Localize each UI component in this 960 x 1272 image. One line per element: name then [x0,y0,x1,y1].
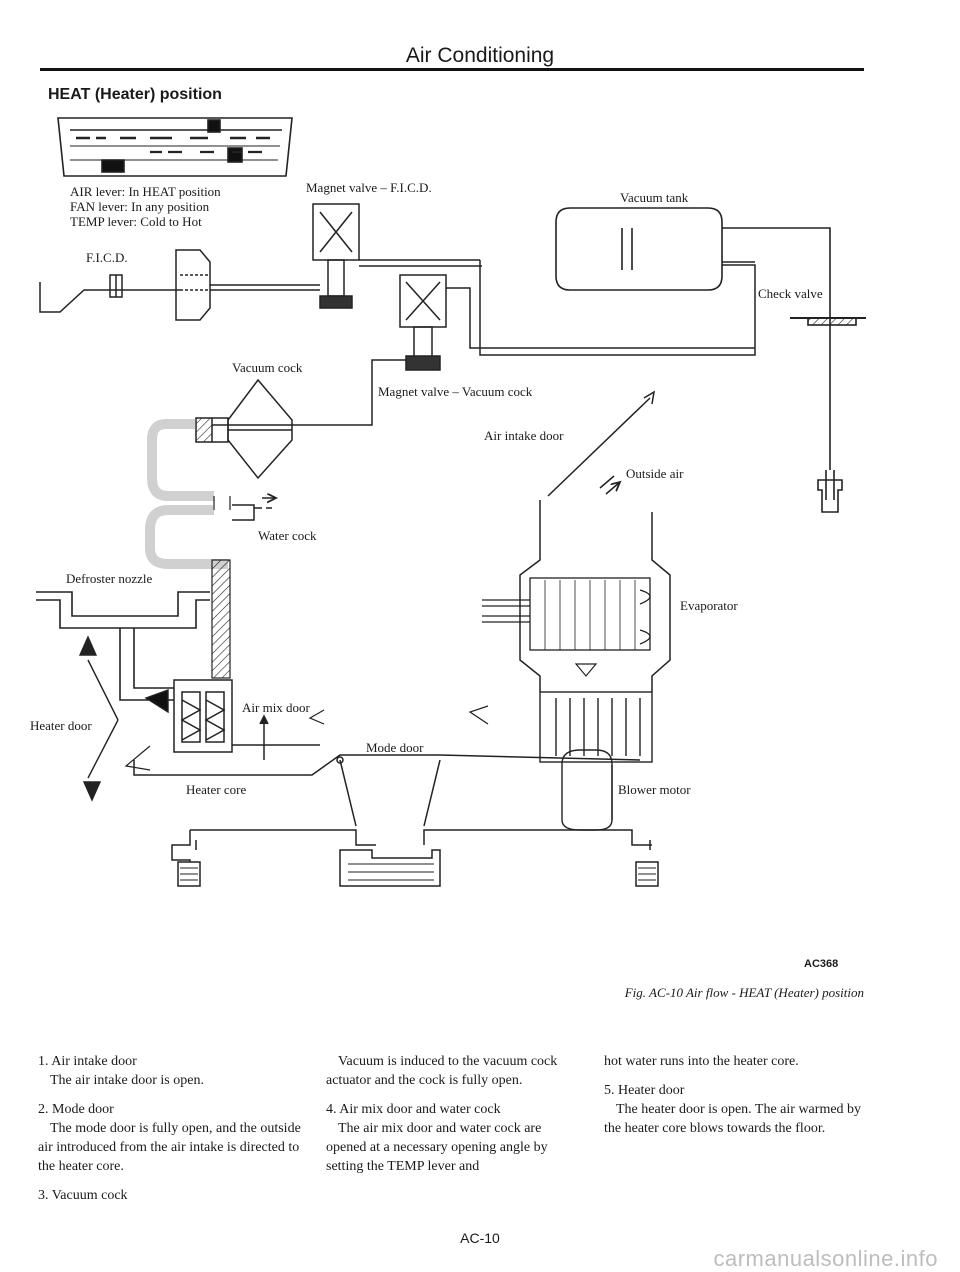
floor-outlets [171,829,659,887]
item-4-text: The air mix door and water cock are open… [326,1121,548,1174]
section-title: HEAT (Heater) position [48,86,222,103]
header-rule [40,68,864,71]
body-column-2: Vacuum is induced to the vacuum cock act… [326,1052,578,1186]
heater-door [78,635,169,802]
label-blower-motor: Blower motor [618,782,691,797]
defroster-nozzle [36,591,210,701]
item-4-heading: 4. Air mix door and water cock [326,1102,501,1117]
figure-caption: Fig. AC-10 Air flow - HEAT (Heater) posi… [624,985,864,1000]
item-2-heading: 2. Mode door [38,1102,114,1117]
magnet-valve-vacuum-cock [212,274,755,426]
blower-assembly [539,691,653,831]
label-air-mix-door: Air mix door [242,700,311,715]
item-5-text: The heater door is open. The air warmed … [604,1102,862,1136]
page-number: AC-10 [460,1230,500,1246]
label-evaporator: Evaporator [680,598,738,613]
evaporator [482,577,651,651]
hot-water-text: hot water runs into the heater core. [604,1054,799,1069]
label-check-valve: Check valve [758,286,823,301]
watermark: carmanualsonline.info [713,1246,938,1271]
vacuum-cock-text: Vacuum is induced to the vacuum cock act… [326,1054,558,1088]
lever-note-fan: FAN lever: In any position [70,199,210,214]
water-cock [232,498,276,521]
lever-note-air: AIR lever: In HEAT position [70,184,221,199]
label-defroster-nozzle: Defroster nozzle [66,571,152,586]
vacuum-tank [555,207,866,513]
lever-note-temp: TEMP lever: Cold to Hot [70,214,202,229]
airflow-diagram: AIR lever: In HEAT position FAN lever: I… [30,117,866,887]
mode-door [336,756,441,827]
label-outside-air: Outside air [626,466,684,481]
label-heater-core: Heater core [186,782,246,797]
figure-id: AC368 [804,958,839,970]
vacuum-pipe [145,419,231,679]
label-heater-door: Heater door [30,718,92,733]
label-magnet-valve-vacuum-cock: Magnet valve – Vacuum cock [378,384,533,399]
air-intake-duct [519,390,671,692]
label-mode-door: Mode door [366,740,424,755]
page-header-title: Air Conditioning [405,44,555,67]
label-air-intake-door: Air intake door [484,428,564,443]
heater-core-assembly [133,679,641,776]
item-2-text: The mode door is fully open, and the out… [38,1121,301,1174]
label-magnet-valve-ficd: Magnet valve – F.I.C.D. [306,180,432,195]
vacuum-cock-actuator [195,378,293,480]
item-5-heading: 5. Heater door [604,1083,685,1098]
item-1-text: The air intake door is open. [50,1073,204,1088]
ficd-actuator [39,249,320,321]
item-1-heading: 1. Air intake door [38,1054,137,1069]
body-column-3: hot water runs into the heater core. 5. … [604,1052,862,1148]
item-3-heading: 3. Vacuum cock [38,1188,128,1203]
magnet-valve-ficd [312,203,756,356]
label-water-cock: Water cock [258,528,317,543]
label-vacuum-cock: Vacuum cock [232,360,303,375]
airflow-arrows [124,663,598,771]
label-ficd: F.I.C.D. [86,250,128,265]
body-column-1: 1. Air intake door The air intake door i… [38,1052,304,1215]
label-vacuum-tank: Vacuum tank [620,190,689,205]
control-panel [57,117,293,177]
